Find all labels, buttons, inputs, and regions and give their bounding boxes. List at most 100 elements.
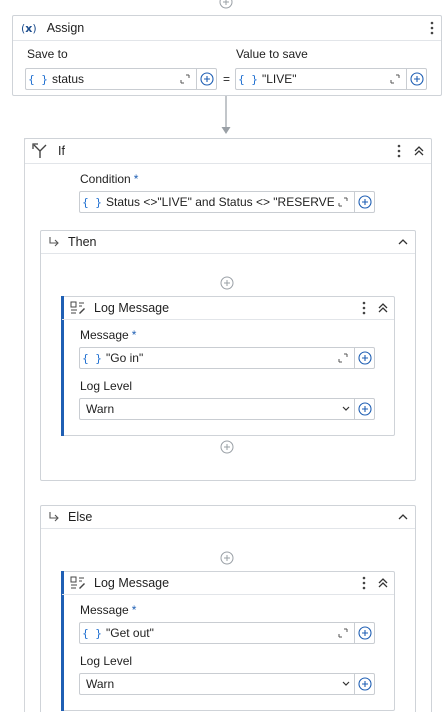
selection-accent bbox=[61, 571, 64, 711]
plus-circle-icon bbox=[199, 72, 214, 86]
branch-arrow-icon bbox=[48, 511, 60, 523]
expression-marker: { } bbox=[82, 351, 102, 365]
condition-field[interactable]: { } Status <>"LIVE" and Status <> "RESER… bbox=[79, 191, 375, 213]
if-activity[interactable]: If Condition* { } Status <>"LIVE" and St… bbox=[24, 138, 432, 712]
then-log-message-activity[interactable]: Log Message Message* { } "Go in" bbox=[61, 296, 395, 436]
plus-circle-icon bbox=[357, 402, 372, 416]
log-message-icon bbox=[70, 576, 86, 590]
if-title: If bbox=[58, 144, 65, 158]
log-collapse-button[interactable] bbox=[375, 575, 391, 591]
expression-marker: { } bbox=[82, 195, 102, 209]
else-title: Else bbox=[68, 510, 93, 524]
expand-icon bbox=[338, 628, 348, 638]
assign-more-menu-button[interactable] bbox=[426, 20, 438, 36]
required-mark: * bbox=[133, 172, 139, 186]
if-collapse-button[interactable] bbox=[411, 143, 427, 159]
message-plus-button[interactable] bbox=[354, 348, 374, 368]
expand-editor-button[interactable] bbox=[334, 349, 352, 367]
assign-variable-icon: (x) bbox=[21, 21, 37, 35]
plus-circle-icon bbox=[357, 677, 372, 691]
log-level-select[interactable]: Warn bbox=[79, 673, 375, 695]
expand-editor-button[interactable] bbox=[386, 70, 404, 88]
if-more-menu-button[interactable] bbox=[393, 143, 405, 159]
assign-activity[interactable]: (x) Assign Save to Value to save { } sta… bbox=[12, 15, 442, 96]
then-title: Then bbox=[68, 235, 97, 249]
expand-icon bbox=[180, 74, 190, 84]
expression-marker: { } bbox=[82, 626, 102, 640]
save-to-value: status bbox=[52, 72, 85, 86]
log-message-icon bbox=[70, 301, 86, 315]
plus-circle-icon bbox=[220, 551, 234, 565]
plus-circle-icon bbox=[357, 626, 372, 640]
log-level-plus-button[interactable] bbox=[354, 399, 374, 419]
double-chevron-up-icon bbox=[414, 146, 424, 156]
double-chevron-up-icon bbox=[378, 578, 388, 588]
chevron-down-icon bbox=[338, 406, 354, 412]
plus-circle-icon bbox=[357, 351, 372, 365]
log-level-plus-button[interactable] bbox=[354, 674, 374, 694]
flow-connector-arrow bbox=[221, 96, 231, 134]
else-branch[interactable]: Else Log Message Messa bbox=[40, 505, 416, 712]
save-to-label: Save to bbox=[27, 47, 68, 61]
expand-icon bbox=[338, 353, 348, 363]
expand-editor-button[interactable] bbox=[176, 70, 194, 88]
then-collapse-button[interactable] bbox=[395, 234, 411, 250]
vertical-dots-icon bbox=[362, 576, 366, 590]
add-activity-button[interactable] bbox=[219, 275, 235, 291]
message-value: "Go in" bbox=[106, 351, 144, 365]
if-branch-icon bbox=[32, 143, 48, 159]
log-level-value: Warn bbox=[86, 677, 115, 691]
plus-circle-icon bbox=[357, 195, 372, 209]
else-log-title: Log Message bbox=[94, 576, 170, 590]
log-level-label: Log Level bbox=[80, 379, 133, 393]
value-to-save-plus-button[interactable] bbox=[406, 69, 426, 89]
expand-icon bbox=[338, 197, 348, 207]
message-plus-button[interactable] bbox=[354, 623, 374, 643]
log-collapse-button[interactable] bbox=[375, 300, 391, 316]
if-selection-accent bbox=[24, 138, 25, 712]
message-label: Message* bbox=[80, 603, 136, 617]
message-value: "Get out" bbox=[106, 626, 154, 640]
expand-editor-button[interactable] bbox=[334, 193, 352, 211]
else-log-message-activity[interactable]: Log Message Message* { } "Get out" bbox=[61, 571, 395, 711]
expression-marker: { } bbox=[238, 72, 258, 86]
value-to-save-value: "LIVE" bbox=[262, 72, 297, 86]
plus-circle-icon bbox=[409, 72, 424, 86]
expand-icon bbox=[390, 74, 400, 84]
log-more-menu-button[interactable] bbox=[358, 300, 370, 316]
save-to-plus-button[interactable] bbox=[196, 69, 216, 89]
else-collapse-button[interactable] bbox=[395, 509, 411, 525]
assign-title: Assign bbox=[46, 21, 85, 35]
message-label: Message* bbox=[80, 328, 136, 342]
branch-arrow-icon bbox=[48, 236, 60, 248]
vertical-dots-icon bbox=[362, 301, 366, 315]
condition-value: Status <>"LIVE" and Status <> "RESERVED bbox=[106, 195, 334, 209]
log-more-menu-button[interactable] bbox=[358, 575, 370, 591]
message-label-text: Message bbox=[80, 603, 129, 617]
log-level-select[interactable]: Warn bbox=[79, 398, 375, 420]
value-to-save-label: Value to save bbox=[236, 47, 308, 61]
selection-accent bbox=[61, 296, 64, 436]
save-to-field[interactable]: { } status bbox=[25, 68, 217, 90]
plus-circle-icon bbox=[220, 276, 234, 290]
expand-editor-button[interactable] bbox=[334, 624, 352, 642]
message-label-text: Message bbox=[80, 328, 129, 342]
condition-label-text: Condition bbox=[80, 172, 131, 186]
double-chevron-up-icon bbox=[378, 303, 388, 313]
value-to-save-field[interactable]: { } "LIVE" bbox=[235, 68, 427, 90]
add-activity-button[interactable] bbox=[219, 439, 235, 455]
then-branch[interactable]: Then Log Message Messa bbox=[40, 230, 416, 481]
required-mark: * bbox=[131, 603, 137, 617]
log-level-label: Log Level bbox=[80, 654, 133, 668]
expression-marker: { } bbox=[28, 72, 48, 86]
condition-label: Condition* bbox=[80, 172, 138, 186]
message-field[interactable]: { } "Go in" bbox=[79, 347, 375, 369]
add-activity-button[interactable] bbox=[219, 550, 235, 566]
condition-plus-button[interactable] bbox=[354, 192, 374, 212]
then-log-title: Log Message bbox=[94, 301, 170, 315]
vertical-dots-icon bbox=[397, 144, 401, 158]
plus-circle-icon bbox=[219, 0, 233, 9]
message-field[interactable]: { } "Get out" bbox=[79, 622, 375, 644]
equals-sign: = bbox=[223, 72, 231, 86]
add-activity-top-button[interactable] bbox=[218, 0, 234, 10]
